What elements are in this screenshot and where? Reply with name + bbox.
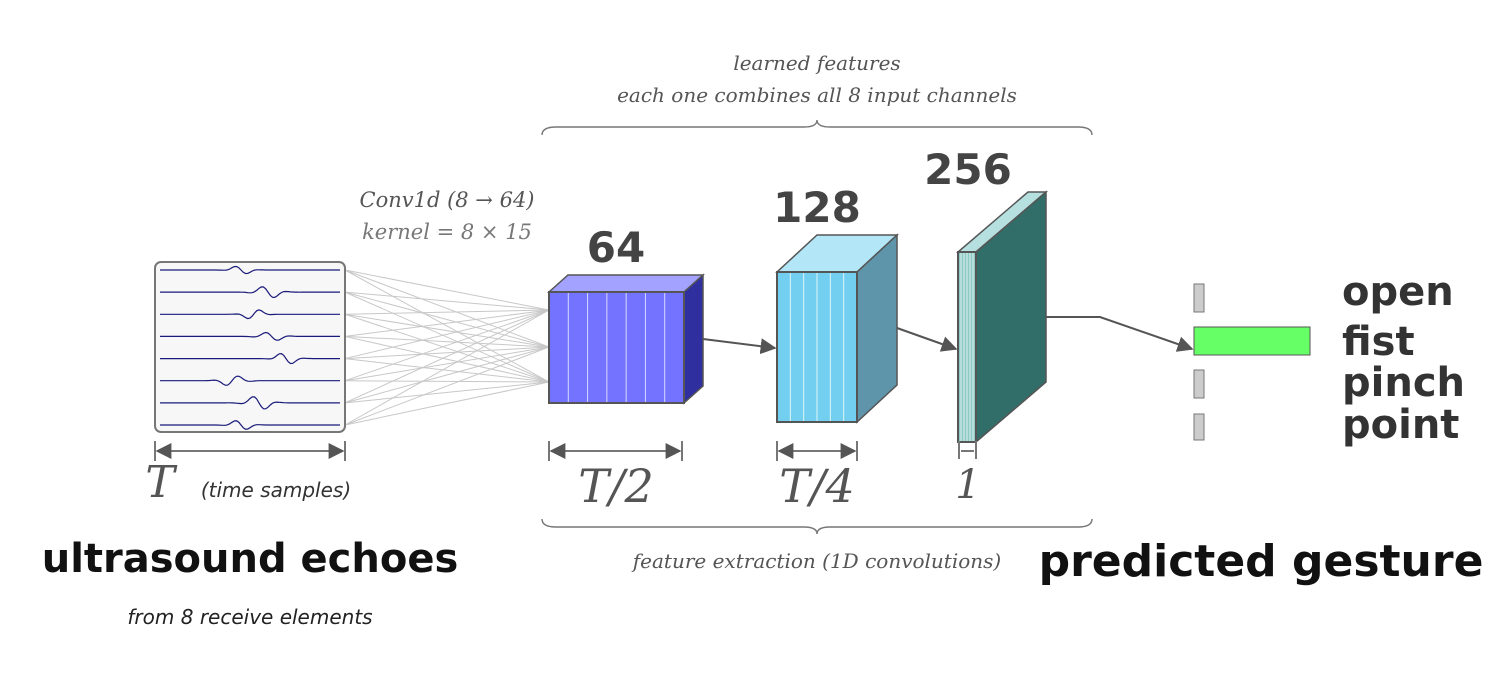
- kernel-connection: [344, 269, 550, 383]
- input-dim-symbol: T: [145, 457, 178, 508]
- kernel-connection: [344, 335, 550, 383]
- kernel-connection: [344, 269, 550, 311]
- output-bar-open: [1193, 283, 1205, 313]
- feature-block-256: [955, 190, 1049, 444]
- kernel-connection: [344, 346, 550, 426]
- conv-label-line1: Conv1d (8 → 64): [360, 188, 535, 212]
- echo-waveform: [160, 420, 340, 430]
- output-probability-bars: [1193, 283, 1311, 441]
- block-64-channel-count: 64: [587, 223, 645, 272]
- kernel-connection: [344, 313, 550, 383]
- kernel-connection: [344, 380, 550, 383]
- output-bar-pinch: [1193, 369, 1205, 399]
- block-64-channel-lines: [567, 293, 666, 402]
- kernel-connection: [344, 346, 550, 360]
- kernel-connection: [344, 309, 550, 426]
- kernel-connection: [344, 291, 550, 348]
- output-bar-fist: [1193, 326, 1311, 356]
- kernel-connection: [344, 309, 550, 337]
- feature-block-128: [775, 233, 899, 424]
- gesture-label-fist: fist: [1342, 319, 1415, 365]
- output-bar-point: [1193, 413, 1205, 441]
- bottom-brace: [541, 518, 1093, 535]
- kernel-connection: [344, 309, 550, 315]
- arrow-block2-to-block3: [896, 327, 958, 352]
- kernel-connection-lines: [344, 269, 550, 426]
- kernel-connection: [344, 381, 550, 426]
- input-dim-note: (time samples): [201, 478, 351, 502]
- top-brace: [541, 119, 1093, 136]
- conv-label-line2: kernel = 8 × 15: [362, 220, 532, 244]
- block-128-length: T/4: [779, 459, 854, 513]
- block-256-channel-count: 256: [924, 145, 1012, 194]
- bottom-annotation: feature extraction (1D convolutions): [631, 549, 1001, 573]
- input-dimension-arrow: [154, 441, 346, 461]
- echo-waveform: [160, 375, 340, 386]
- kernel-connection: [344, 346, 550, 404]
- input-subtitle: from 8 receive elements: [127, 605, 372, 629]
- echo-waveform: [160, 309, 340, 320]
- top-annotation-line1: learned features: [733, 51, 900, 75]
- kernel-connection: [344, 335, 550, 348]
- kernel-connection: [344, 346, 550, 382]
- kernel-connection: [344, 291, 550, 311]
- block-256-channel-lines: [960, 253, 974, 441]
- block-128-dimension-arrow: [776, 441, 858, 461]
- gesture-label-open: open: [1342, 269, 1454, 315]
- output-title: predicted gesture: [1039, 536, 1484, 587]
- kernel-connection: [344, 291, 550, 383]
- feature-block-64: [547, 273, 705, 405]
- echo-waveform: [160, 286, 340, 299]
- block-256-length: 1: [955, 462, 980, 508]
- echo-waveform: [160, 352, 340, 365]
- kernel-connection: [344, 309, 550, 360]
- block-64-dimension-arrow: [548, 441, 683, 461]
- block-128-channel-lines: [789, 273, 845, 421]
- echo-waveform: [160, 396, 340, 410]
- top-annotation-line2: each one combines all 8 input channels: [617, 83, 1017, 107]
- block-256-dimension-arrow: [958, 441, 977, 459]
- block-128-channel-count: 128: [773, 183, 861, 232]
- arrow-block3-to-output: [1046, 316, 1194, 352]
- kernel-connection: [344, 381, 550, 404]
- echo-waveform: [160, 265, 340, 275]
- kernel-connection: [344, 309, 550, 404]
- input-signal-box: [154, 261, 346, 433]
- gesture-label-pinch: pinch: [1342, 360, 1465, 406]
- kernel-connection: [344, 309, 550, 382]
- gesture-label-point: point: [1342, 402, 1459, 448]
- kernel-connection: [344, 269, 550, 348]
- input-title: ultrasound echoes: [42, 536, 459, 582]
- echo-waveform: [160, 331, 340, 341]
- echo-waveforms: [160, 265, 340, 430]
- kernel-connection: [344, 358, 550, 383]
- kernel-connection: [344, 313, 550, 348]
- arrow-block1-to-block2: [702, 338, 777, 355]
- block-64-length: T/2: [578, 459, 653, 513]
